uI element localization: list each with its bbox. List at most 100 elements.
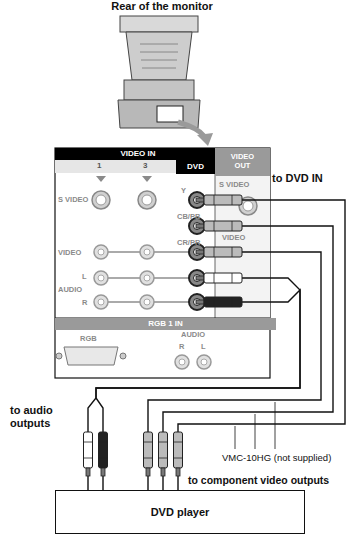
plug-ring	[159, 442, 168, 443]
s-video-jack-inner	[142, 195, 152, 205]
plug-ring	[84, 458, 93, 459]
connector-label: RGB	[80, 334, 97, 343]
node-text: Rear of the monitor	[88, 0, 236, 12]
connector-panel-part	[55, 148, 270, 378]
connector-panel-part	[154, 251, 189, 253]
plug-body	[84, 432, 93, 468]
plug-body	[204, 297, 242, 307]
zoom-arrow-part	[178, 122, 204, 136]
jack-label: Y	[181, 186, 186, 195]
node-text: VIDEO OUT	[227, 152, 259, 170]
plug-ring	[84, 442, 93, 443]
plug-body	[204, 195, 242, 205]
connector-panel-part	[55, 160, 176, 173]
plug-ring	[232, 247, 233, 257]
connector-panel-part	[64, 347, 118, 365]
jack-label: VIDEO	[222, 233, 245, 242]
cable	[163, 226, 333, 490]
rca-jack-inner	[179, 359, 185, 365]
plug-body	[204, 221, 242, 231]
plug-tip	[176, 468, 180, 476]
row-label: S VIDEO	[58, 195, 88, 204]
monitor-illustration-part	[157, 106, 183, 122]
row-label: AUDIO	[58, 285, 82, 294]
plug-ring	[232, 273, 233, 283]
s-video-jack-inner	[96, 195, 106, 205]
rca-jack-inner	[98, 249, 104, 255]
plug-tip	[196, 250, 204, 254]
plug-ring	[144, 442, 153, 443]
plug-ring	[232, 195, 233, 205]
jack-group	[92, 191, 257, 369]
rca-jack-inner	[144, 275, 150, 281]
monitor-illustration-part	[120, 16, 198, 32]
plug-ring	[214, 273, 215, 283]
plug-tip	[101, 468, 105, 476]
column-number: 1	[97, 161, 101, 170]
connector-panel	[55, 148, 270, 378]
rca-jack-inner	[98, 275, 104, 281]
rca-jack-inner	[98, 299, 104, 305]
plug-ring	[99, 442, 108, 443]
plug-body	[99, 432, 108, 468]
rca-jack	[94, 295, 108, 309]
plug-tip	[86, 468, 90, 476]
row-label: VIDEO	[58, 248, 81, 257]
monitor-illustration-part	[124, 80, 194, 100]
vmc-leader-lines	[235, 402, 275, 449]
plug-tip	[196, 198, 204, 202]
plug-ring	[214, 247, 215, 257]
video-out-panel: VIDEO OUT	[215, 148, 270, 176]
plug-tip	[161, 468, 165, 476]
rgb-in-panel: RGB 1 IN	[55, 318, 276, 378]
connector-panel-part	[154, 277, 189, 279]
callout-text: to DVD IN	[272, 172, 323, 184]
rca-jack	[140, 295, 154, 309]
plug-tip	[146, 468, 150, 476]
dvd-jack	[189, 270, 205, 286]
plug-ring	[174, 458, 183, 459]
plug-body	[204, 247, 242, 257]
channel-label: R	[82, 298, 87, 307]
s-video-jack	[138, 191, 156, 209]
monitor-illustration-part	[141, 60, 177, 61]
connector-label: AUDIO	[181, 330, 205, 339]
channel-label: L	[82, 272, 87, 281]
rca-jack	[94, 271, 108, 285]
node-text: RGB 1 IN	[55, 318, 276, 330]
channel-label: R	[179, 342, 184, 351]
rca-jack	[140, 245, 154, 259]
connector-panel-part	[154, 301, 189, 303]
plug-tip	[196, 300, 204, 304]
s-video-jack-inner	[243, 201, 253, 211]
cable-name: VMC-10HG (not supplied)	[222, 452, 331, 463]
monitor-illustration	[118, 16, 200, 128]
vmc-leader-lines-part	[255, 414, 256, 449]
channel-label: L	[201, 342, 206, 351]
zoom-arrow-part	[197, 133, 213, 146]
node-text: DVD player	[151, 506, 210, 518]
connector-panel-part	[108, 251, 140, 253]
s-video-jack	[92, 191, 110, 209]
vmc-leader-lines-part	[235, 426, 236, 449]
monitor-rear: Rear of the monitor	[88, 0, 236, 130]
plug-ring	[144, 458, 153, 459]
rca-jack	[197, 355, 211, 369]
plug-ring	[174, 442, 183, 443]
dvd-player-box: DVD player	[55, 490, 305, 534]
plug-ring	[232, 221, 233, 231]
dvd-jack	[189, 192, 205, 208]
monitor-illustration-part	[126, 32, 192, 80]
plug-body	[204, 273, 242, 283]
column-header: DVD	[176, 160, 215, 174]
plug-ring	[214, 221, 215, 231]
jack-label: S VIDEO	[219, 180, 249, 189]
plug-tip	[196, 224, 204, 228]
rca-jack-inner	[144, 249, 150, 255]
rca-jack-inner	[201, 359, 207, 365]
cable	[178, 200, 345, 490]
plug-ring	[232, 297, 233, 307]
plug-ring	[214, 195, 215, 205]
connector-panel-part	[120, 353, 126, 359]
column-number: 3	[143, 161, 147, 170]
